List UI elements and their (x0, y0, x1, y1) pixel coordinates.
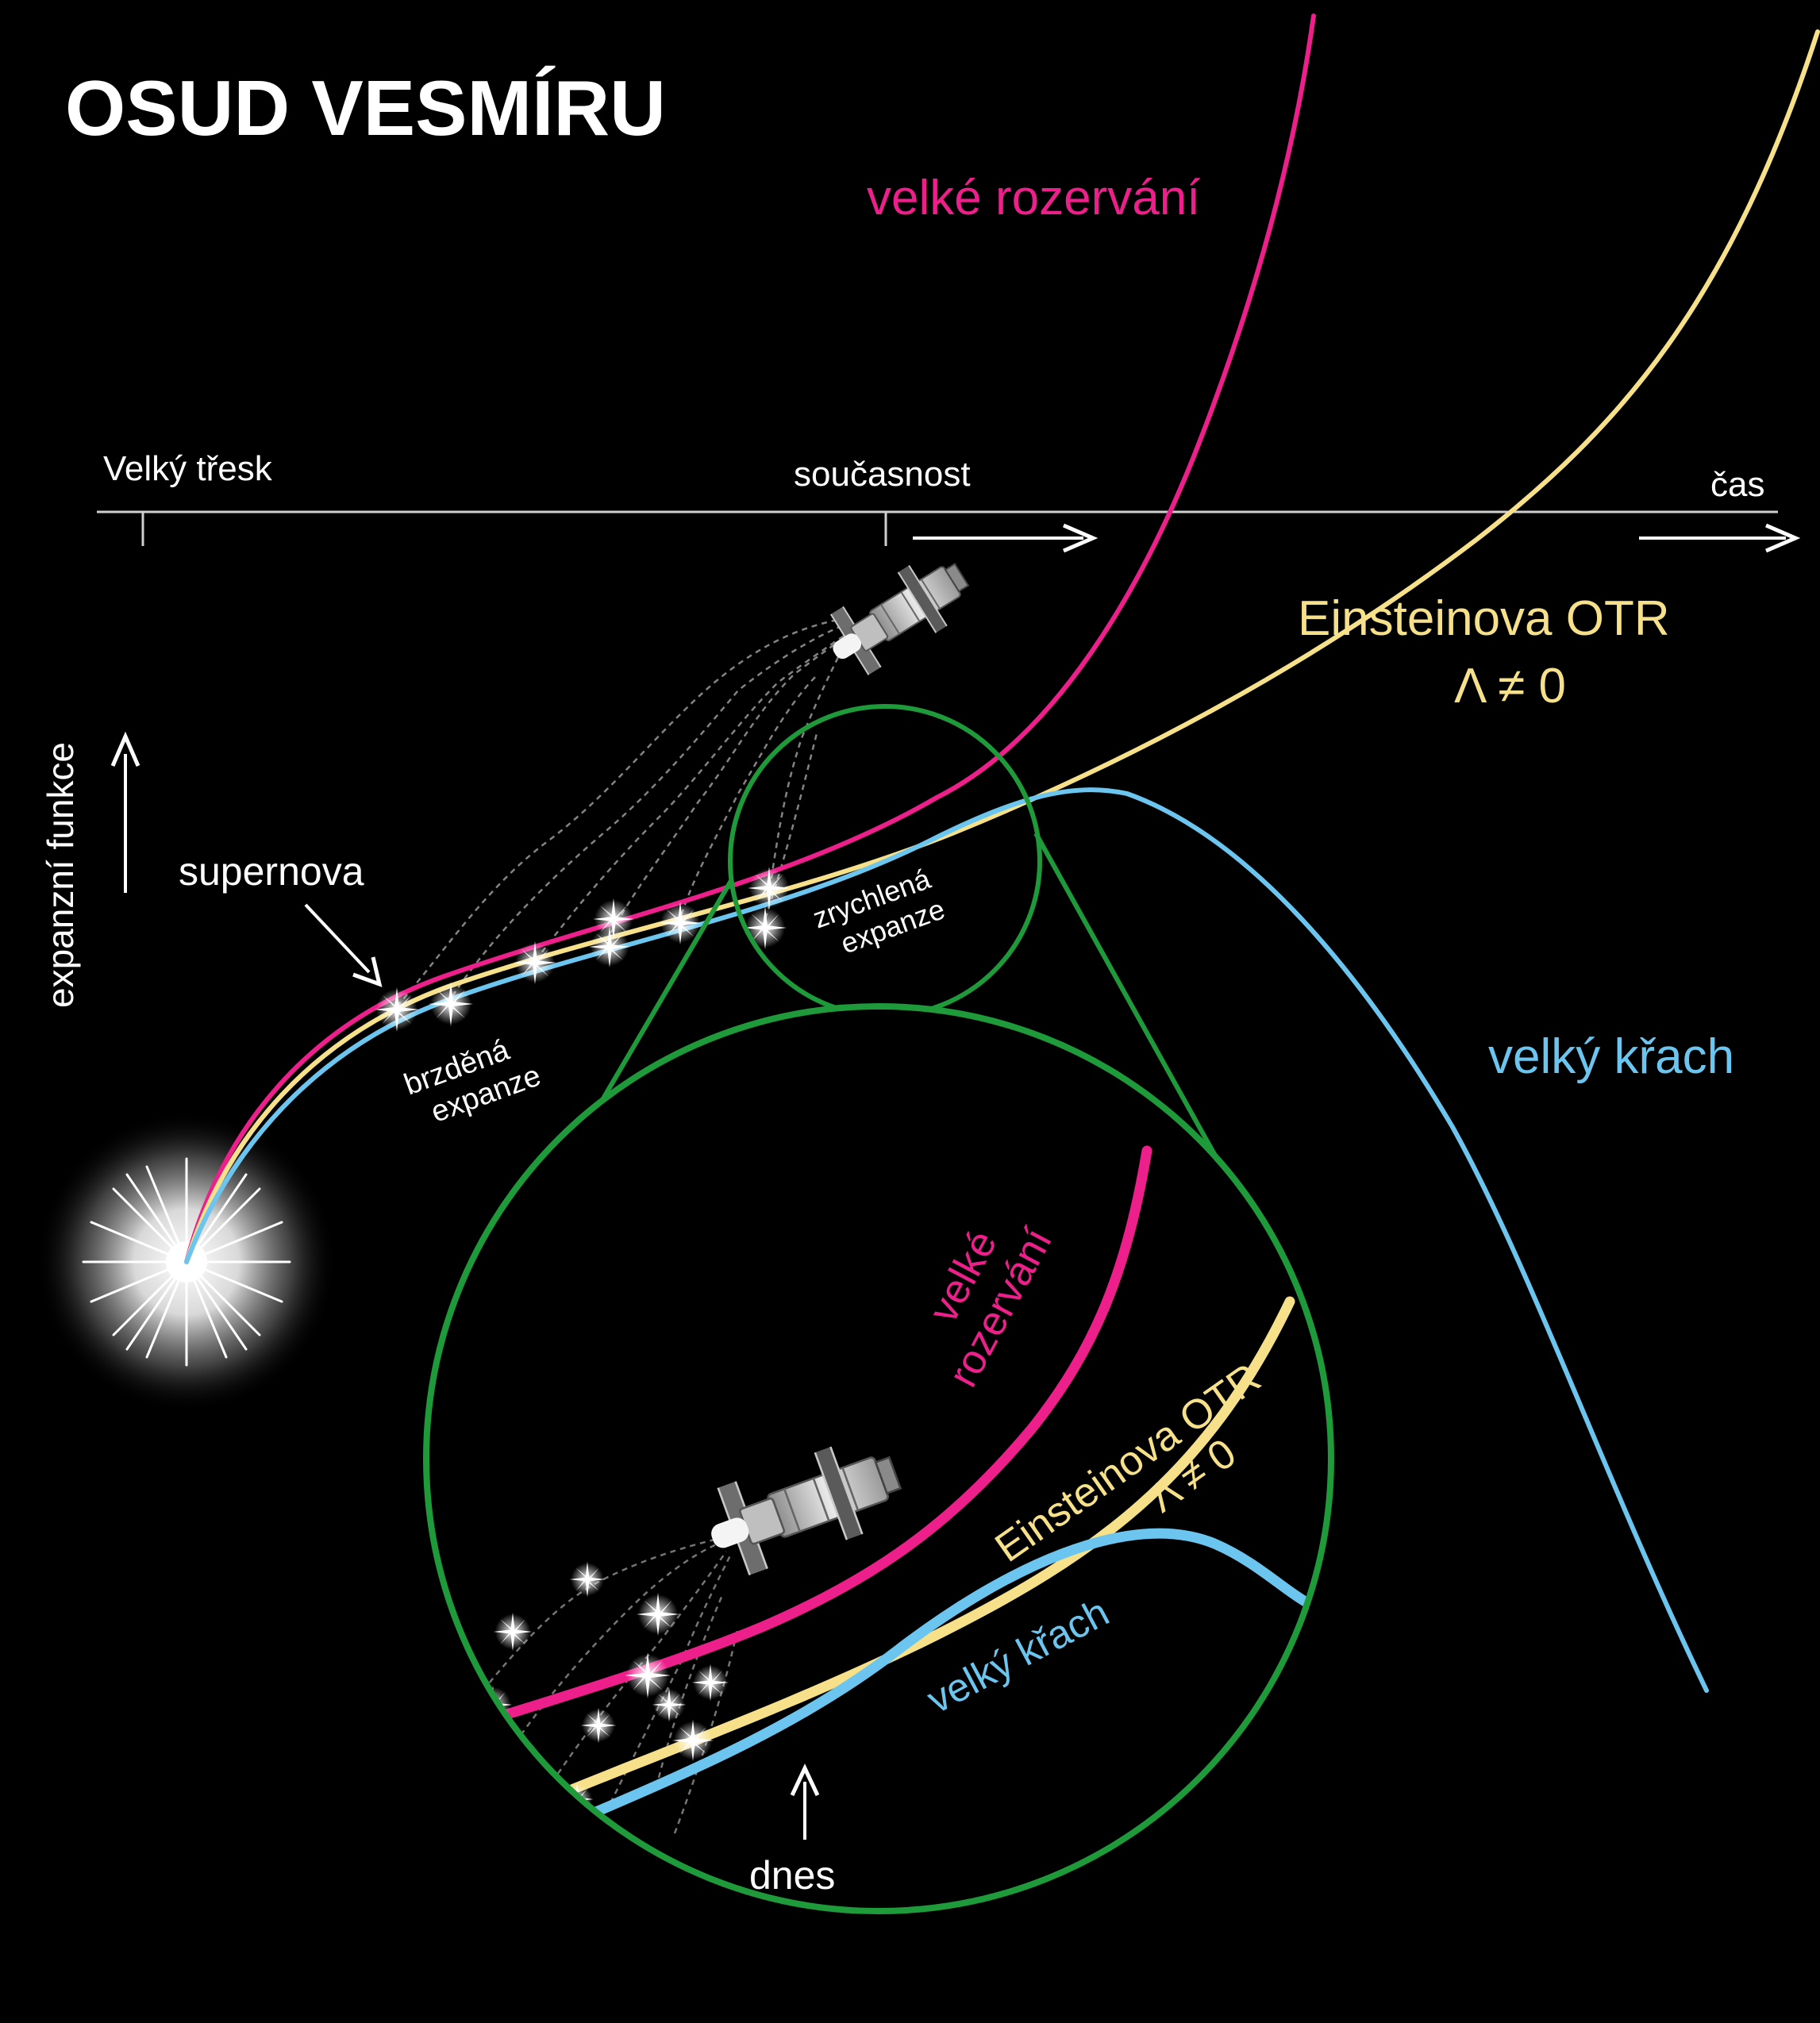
einstein-curve (184, 29, 1820, 1264)
y-axis: expanzní funkce (40, 731, 140, 1008)
supernova-star-icon (747, 866, 791, 910)
supernova-pointer (304, 903, 371, 974)
big-rip-curve (184, 13, 1316, 1264)
light-paths (396, 617, 862, 1007)
y-axis-arrow-head (110, 731, 140, 767)
supernova-label: supernova (179, 849, 364, 894)
big-bang-label: Velký třesk (103, 449, 273, 488)
time-label: čas (1710, 465, 1764, 504)
present-arrow-head (1063, 523, 1099, 553)
zoom-detail (423, 1003, 1334, 1914)
einstein-label-line1: Einsteinova OTR (1298, 591, 1670, 646)
zoom-big-crunch-curve (550, 1528, 1331, 1835)
supernova-star-icon (743, 906, 787, 950)
supernova-star-icon (429, 982, 473, 1026)
zoom-big-rip-curve (439, 1145, 1152, 1740)
present-label: současnost (794, 455, 971, 494)
supernova-star-icon (375, 987, 419, 1032)
einstein-label-line2: Λ ≠ 0 (1454, 659, 1566, 713)
hubble-telescope-icon (810, 542, 983, 688)
y-axis-label: expanzní funkce (40, 742, 81, 1008)
decelerated-label: brzděná expanze (400, 1033, 545, 1129)
today-label: dnes (749, 1853, 835, 1898)
time-axis: Velký třesk současnost čas (97, 449, 1801, 553)
supernova-pointer-head (352, 956, 383, 987)
big-crunch-label: velký křach (1488, 1029, 1734, 1084)
page-title: OSUD VESMÍRU (65, 64, 666, 152)
big-rip-label: velké rozervání (867, 171, 1200, 225)
time-arrow-head (1765, 523, 1801, 553)
supernova-stars-main (375, 866, 791, 1032)
zoom-einstein-curve (479, 1296, 1295, 1831)
today-arrow-head (790, 1763, 820, 1797)
